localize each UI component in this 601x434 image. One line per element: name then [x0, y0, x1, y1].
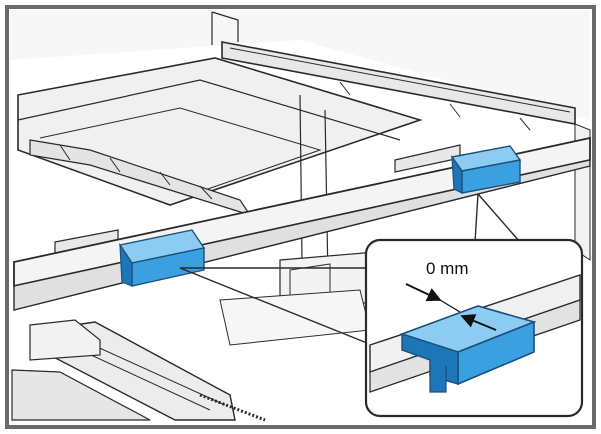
rail-teeth — [59, 144, 213, 200]
left-callout-line-lower — [179, 267, 373, 346]
bottom-left-drawer — [11, 369, 151, 421]
dimension-arrow-left — [405, 283, 442, 302]
lower-left-bracket — [29, 319, 101, 361]
right-callout-line-2 — [477, 193, 521, 243]
gap-dimension-label: 0 mm — [426, 259, 469, 278]
left-clip-side — [119, 242, 133, 287]
upper-shelf-edge — [17, 79, 401, 141]
back-wall — [10, 10, 590, 120]
dimension-gap-line — [439, 299, 461, 313]
upper-right-rail-line — [229, 47, 571, 113]
right-clip-side — [451, 154, 463, 194]
upper-rail-notches — [339, 81, 531, 131]
right-callout-line — [474, 193, 479, 243]
zoom-clip-leg — [429, 360, 447, 393]
upper-shelf-inner-line — [39, 107, 322, 191]
top-bracket — [211, 11, 239, 42]
dimension-arrow-right — [460, 314, 497, 331]
